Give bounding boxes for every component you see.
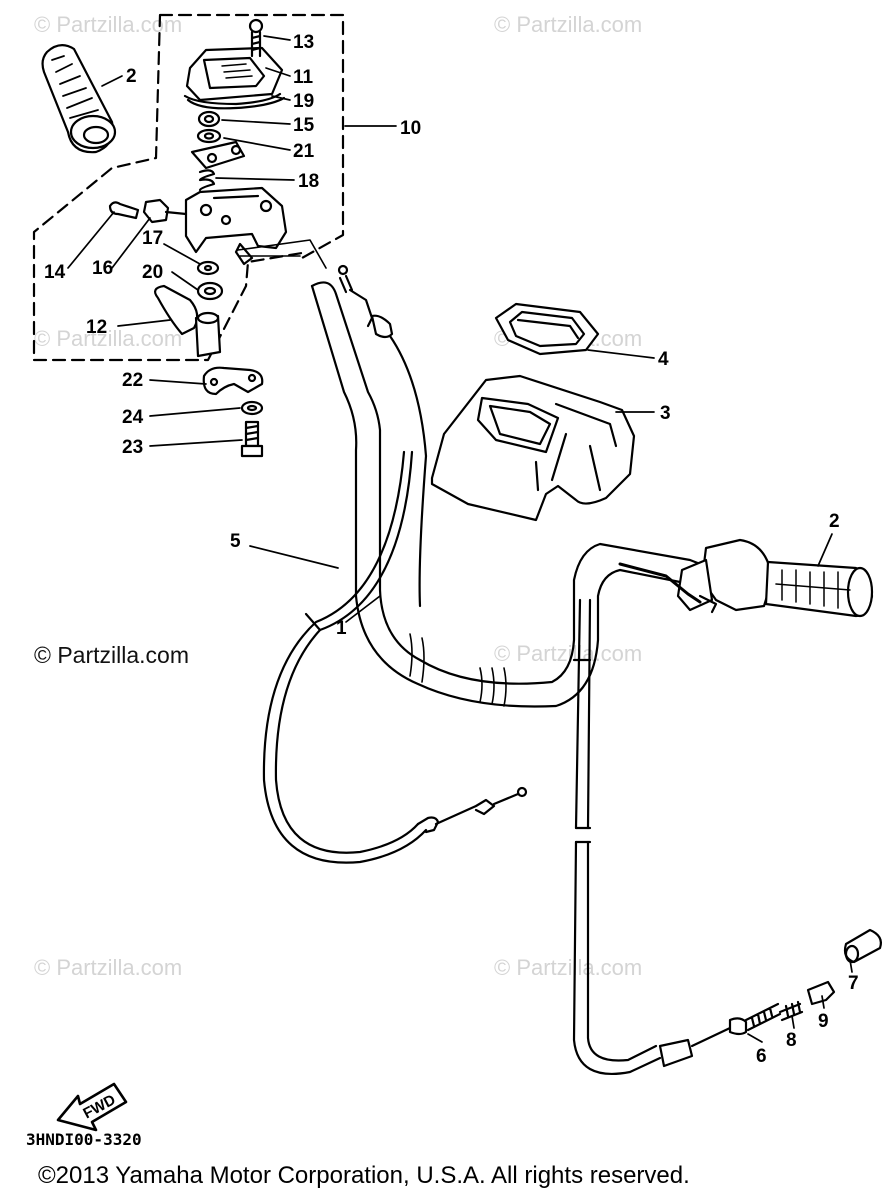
callout-2-left: 2 <box>126 66 137 87</box>
bolt-23 <box>240 420 264 458</box>
callout-13: 13 <box>293 32 314 53</box>
callout-9: 9 <box>818 1011 829 1032</box>
callout-11: 11 <box>293 67 314 88</box>
cable-6 <box>572 598 782 1076</box>
screw-14 <box>108 201 140 220</box>
right-grip <box>618 538 874 618</box>
lever-12 <box>154 284 222 358</box>
handlebar-cover <box>430 374 636 522</box>
washer-24 <box>240 400 264 416</box>
callout-10: 10 <box>400 118 421 139</box>
callout-22: 22 <box>122 370 143 391</box>
watermark-main: © Partzilla.com <box>34 642 189 668</box>
callout-8: 8 <box>786 1030 797 1051</box>
callout-23: 23 <box>122 437 143 458</box>
callout-3: 3 <box>660 403 671 424</box>
callout-7: 7 <box>848 973 859 994</box>
callout-18: 18 <box>298 171 319 192</box>
holder-9 <box>806 980 836 1006</box>
diagram-code: 3HNDI00-3320 <box>26 1130 142 1149</box>
watermark-low-right: © Partzilla.com <box>494 955 643 980</box>
cover-pad <box>494 302 600 356</box>
callout-6: 6 <box>756 1046 767 1067</box>
spring-8 <box>778 1000 804 1022</box>
copyright-notice: ©2013 Yamaha Motor Corporation, U.S.A. A… <box>38 1162 690 1189</box>
washers-15-21 <box>190 110 246 170</box>
callout-1: 1 <box>336 618 347 639</box>
clamp-22 <box>202 366 264 396</box>
callout-14: 14 <box>44 262 66 283</box>
watermark-top-left: © Partzilla.com <box>34 12 183 37</box>
callout-12: 12 <box>86 317 107 338</box>
switch-housing <box>184 186 288 266</box>
fwd-arrow-icon <box>56 1082 128 1132</box>
callout-17: 17 <box>142 228 163 249</box>
callout-20: 20 <box>142 262 163 283</box>
callout-16: 16 <box>92 258 113 279</box>
nut-16 <box>142 198 188 224</box>
callout-4: 4 <box>658 349 669 370</box>
watermark-center-right: © Partzilla.com <box>494 641 643 666</box>
callout-24: 24 <box>122 407 144 428</box>
callout-2-right: 2 <box>829 511 840 532</box>
left-grip <box>41 44 117 154</box>
callout-5: 5 <box>230 531 241 552</box>
cap-7 <box>843 928 882 964</box>
leader-lines <box>67 35 853 1043</box>
callout-15: 15 <box>293 115 315 136</box>
washers-17-20 <box>196 260 224 301</box>
cable-end-upper <box>337 264 428 608</box>
callout-21: 21 <box>293 141 315 162</box>
watermark-low-left: © Partzilla.com <box>34 955 183 980</box>
watermark-top-right: © Partzilla.com <box>494 12 643 37</box>
switch-cover <box>183 46 286 110</box>
spring-18 <box>198 169 216 192</box>
handlebar <box>310 281 708 708</box>
callout-19: 19 <box>293 91 314 112</box>
screw-13 <box>248 18 264 58</box>
assembly-box-outline <box>32 13 345 362</box>
watermark-mid-left: © Partzilla.com <box>34 326 183 351</box>
throttle-cable-5 <box>262 450 528 864</box>
